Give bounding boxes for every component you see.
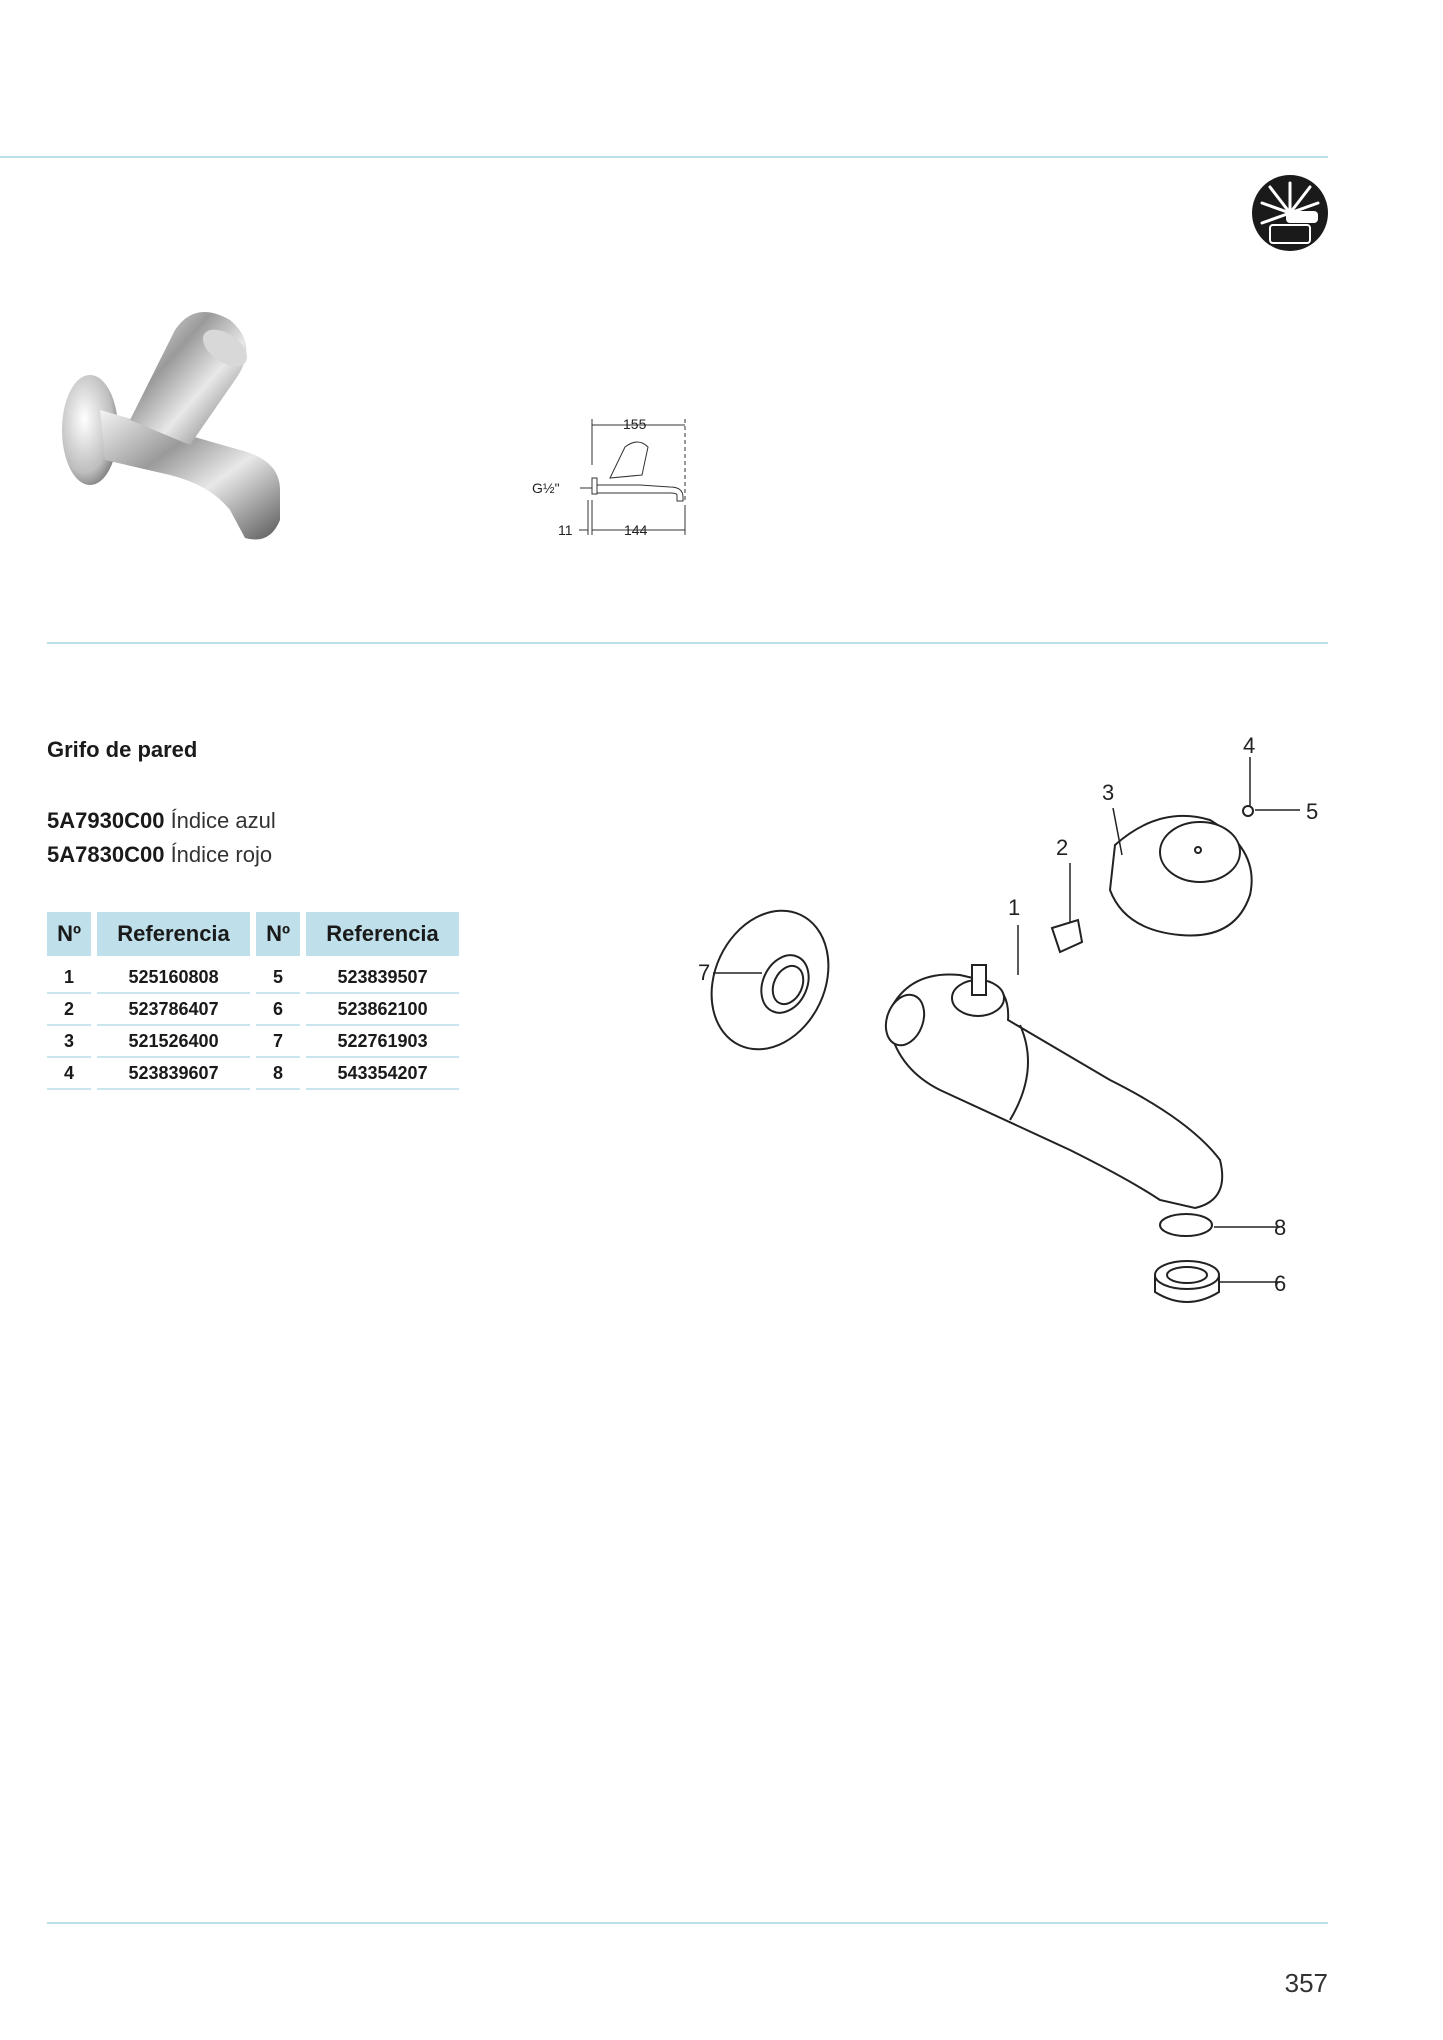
part-reference: 521526400: [97, 1026, 250, 1058]
part-reference: 525160808: [97, 956, 250, 994]
part-number: 1: [47, 956, 92, 994]
callout-1: 1: [1008, 895, 1020, 920]
callout-2: 2: [1056, 835, 1068, 860]
exploded-view-diagram: 1 2 3 4 5 6 7 8: [698, 733, 1318, 1303]
header-number: Nº: [255, 912, 301, 956]
part-number: 5: [255, 956, 301, 994]
part-number: 8: [255, 1058, 301, 1090]
table-row: 4 523839607 8 543354207: [47, 1058, 459, 1090]
model-line-blue: 5A7930C00 Índice azul: [47, 804, 276, 838]
product-title: Grifo de pared: [47, 737, 198, 762]
header-number: Nº: [47, 912, 92, 956]
header-reference: Referencia: [306, 912, 459, 956]
table-row: 2 523786407 6 523862100: [47, 994, 459, 1026]
callout-4: 4: [1243, 733, 1255, 758]
bottom-divider: [47, 1922, 1328, 1924]
table-row: 3 521526400 7 522761903: [47, 1026, 459, 1058]
callout-5: 5: [1306, 799, 1318, 824]
model-desc: Índice rojo: [170, 842, 273, 867]
callout-7: 7: [698, 960, 710, 985]
part-number: 2: [47, 994, 92, 1026]
wall-tap-photo: [62, 312, 280, 540]
model-code: 5A7930C00: [47, 808, 165, 833]
middle-divider: [47, 642, 1328, 644]
model-list: 5A7930C00 Índice azul 5A7830C00 Índice r…: [47, 804, 276, 872]
parts-table-header: Nº Referencia Nº Referencia: [47, 912, 459, 956]
part-reference: 522761903: [306, 1026, 459, 1058]
part-reference: 523839607: [97, 1058, 250, 1090]
callout-8: 8: [1274, 1215, 1286, 1240]
part-reference: 543354207: [306, 1058, 459, 1090]
dimension-drawing: 155 144 11 G½": [532, 416, 686, 538]
dim-plate: 11: [558, 522, 573, 538]
parts-table: Nº Referencia Nº Referencia 1 525160808 …: [41, 912, 465, 1090]
page-number: 357: [1284, 1968, 1328, 1998]
part-number: 3: [47, 1026, 92, 1058]
timed-shower-tap-icon: [1252, 175, 1328, 251]
part-reference: 523862100: [306, 994, 459, 1026]
dim-projection: 144: [624, 522, 648, 538]
part-reference: 523786407: [97, 994, 250, 1026]
part-number: 4: [47, 1058, 92, 1090]
callout-6: 6: [1274, 1271, 1286, 1296]
top-divider: [0, 156, 1328, 158]
dim-thread: G½": [532, 480, 560, 496]
part-number: 6: [255, 994, 301, 1026]
callout-3: 3: [1102, 780, 1114, 805]
table-row: 1 525160808 5 523839507: [47, 956, 459, 994]
model-line-red: 5A7830C00 Índice rojo: [47, 838, 276, 872]
part-number: 7: [255, 1026, 301, 1058]
dim-overall: 155: [623, 416, 647, 432]
header-reference: Referencia: [97, 912, 250, 956]
model-desc: Índice azul: [170, 808, 276, 833]
model-code: 5A7830C00: [47, 842, 165, 867]
part-reference: 523839507: [306, 956, 459, 994]
